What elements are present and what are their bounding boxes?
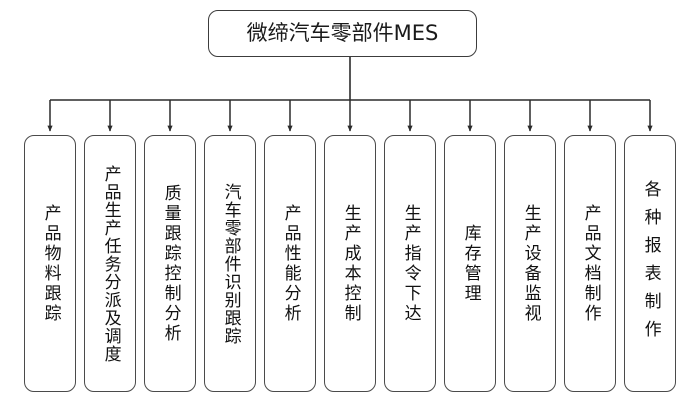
- leaf-node-inventory-management[interactable]: 库存管理: [444, 135, 496, 392]
- leaf-node-report-generation[interactable]: 各种报表制作: [624, 135, 676, 392]
- leaf-node-production-task-dispatch[interactable]: 产品生产任务分派及调度: [84, 135, 136, 392]
- leaf-node-label: 各种报表制作: [640, 179, 661, 348]
- leaf-node-auto-parts-identification[interactable]: 汽车零部件识别跟踪: [204, 135, 256, 392]
- leaf-node-label: 质量跟踪控制分析: [160, 183, 181, 344]
- leaf-node-label: 生产指令下达: [400, 203, 421, 324]
- root-node-mes-system[interactable]: 微缔汽车零部件MES: [208, 10, 477, 57]
- leaf-node-label: 产品性能分析: [280, 203, 301, 324]
- leaf-node-product-performance-analysis[interactable]: 产品性能分析: [264, 135, 316, 392]
- leaf-node-equipment-monitoring[interactable]: 生产设备监视: [504, 135, 556, 392]
- leaf-node-label: 产品生产任务分派及调度: [100, 164, 121, 363]
- leaf-node-label: 产品物料跟踪: [40, 203, 61, 324]
- root-node-label: 微缔汽车零部件MES: [246, 21, 439, 45]
- leaf-node-material-tracking[interactable]: 产品物料跟踪: [24, 135, 76, 392]
- leaf-node-production-order-release[interactable]: 生产指令下达: [384, 135, 436, 392]
- leaf-node-product-documentation[interactable]: 产品文档制作: [564, 135, 616, 392]
- leaf-node-label: 汽车零部件识别跟踪: [220, 182, 241, 345]
- leaf-node-label: 生产成本控制: [340, 203, 361, 324]
- leaf-node-label: 产品文档制作: [580, 203, 601, 324]
- leaf-node-quality-tracking-control[interactable]: 质量跟踪控制分析: [144, 135, 196, 392]
- leaf-node-label: 库存管理: [460, 223, 481, 304]
- leaf-node-label: 生产设备监视: [520, 203, 541, 324]
- leaf-node-production-cost-control[interactable]: 生产成本控制: [324, 135, 376, 392]
